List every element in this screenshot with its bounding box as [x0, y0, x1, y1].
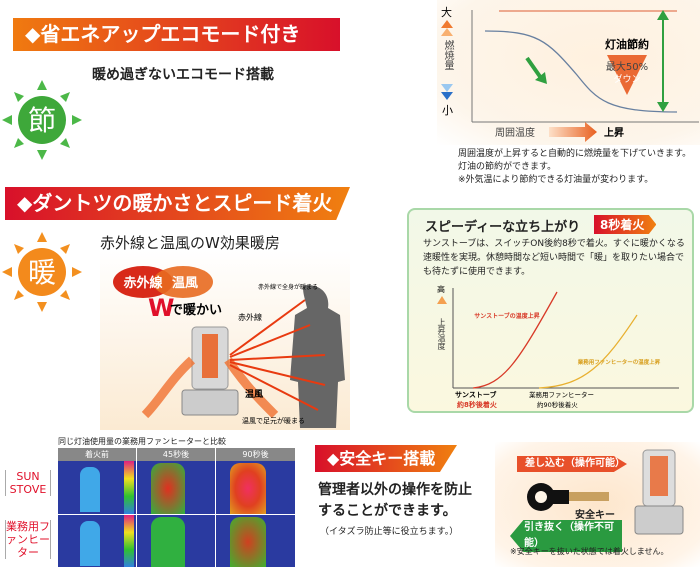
thermal-comparison: 着火前 45秒後 90秒後 [58, 448, 295, 567]
label-body: 赤外線で全身が暖まる [258, 283, 318, 291]
eco-y-label: 燃焼量 [442, 40, 453, 70]
eco-x-label: 周囲温度 [495, 126, 535, 139]
remove-arrow-label: 引き抜く（操作不可能） [510, 520, 622, 552]
insert-arrow-label: 差し込む（操作可能） [517, 456, 627, 472]
speed-y-label: 上昇温度 [437, 318, 446, 350]
col-90s: 90秒後 [216, 448, 295, 461]
safety-line-2: することができます。 [318, 503, 457, 519]
saving-suffix: ダウン [613, 73, 640, 85]
safety-banner: ◆安全キー搭載 [315, 445, 457, 472]
x2-time: 約90秒後着火 [537, 400, 578, 409]
up-arrow-icon [437, 296, 447, 304]
key-label: 安全キー [575, 510, 615, 521]
x1-name: サンストーブ [455, 390, 496, 399]
eco-note-1: 周囲温度が上昇すると自動的に燃焼量を下げていきます。 [458, 149, 692, 159]
infrared-rays [229, 299, 326, 411]
person-silhouette [290, 285, 345, 428]
speed-title: スピーディーな立ち上がり [425, 220, 581, 235]
x1-time: 約8秒後着火 [457, 400, 498, 409]
warm-air-bubble [153, 266, 213, 298]
label-warm-air: 温風 [245, 388, 263, 400]
fanheater-curve [538, 314, 638, 389]
speed-y-top: 高 [437, 284, 445, 294]
speed-panel: スピーディーな立ち上がり 8秒着火 サンストーブは、スイッチON後約8秒で着火。… [407, 208, 694, 413]
safety-key-panel: 差し込む（操作可能） 安全キー 引き抜く（操作不可能） ※安全キーを抜いた状態で… [495, 442, 700, 567]
heating-banner: ◆ダントツの暖かさとスピード着火 [5, 187, 350, 220]
eco-mode-banner: ◆省エネアップエコモード付き [13, 18, 340, 51]
saving-title: 灯油節約 [605, 37, 649, 51]
speed-body: サンストーブは、スイッチON後約8秒で着火。すぐに暖かくなる速暖性を実現。休憩時… [423, 239, 685, 277]
illus-title: 赤外線と温風のW効果暖房 [100, 234, 280, 252]
thermal-fanheater-90s [216, 515, 295, 567]
thermal-sunstove-90s [216, 461, 295, 514]
thermal-fanheater-before [58, 515, 136, 567]
eco-y-bottom: 小 [442, 104, 453, 117]
stove-icon [181, 326, 239, 416]
safety-key-icon [527, 483, 609, 511]
stove-icon [634, 449, 684, 535]
sunstove-curve [472, 291, 558, 389]
warm-air-left-arrow [141, 356, 196, 419]
heater-illustration: 赤外線 温風 W で暖かい 赤外線で全身が暖まる 赤外線 温風 温風で足元が暖ま… [100, 250, 350, 430]
row-label-fanheater: 業務用ファンヒーター [5, 520, 51, 559]
up-arrow-icon [441, 20, 453, 28]
eco-y-top: 大 [441, 5, 452, 19]
saving-sun-icon: 節 [2, 80, 82, 160]
warm-badge-text: 暖 [28, 256, 56, 289]
saving-value: 最大50% [606, 60, 648, 73]
right-arrow-icon [549, 122, 597, 142]
bubble-warm-text: 温風 [172, 276, 198, 291]
eco-chart: 大 小 灯油節約 最大50% ダウン 周囲温度 上昇 燃焼量 [437, 0, 700, 145]
col-45s: 45秒後 [137, 448, 215, 461]
sunstove-curve-label: サンストーブの温度上昇 [474, 312, 540, 320]
x2-name: 業務用ファンヒーター [529, 390, 594, 399]
eco-subtitle: 暖め過ぎないエコモード搭載 [92, 67, 274, 83]
warm-sun-icon: 暖 [2, 232, 82, 312]
down-arrow-icon [441, 84, 453, 92]
safety-note: ※安全キーを抜いた状態では着火しません。 [510, 547, 669, 556]
label-feet: 温風で足元が暖まる [242, 416, 305, 425]
thermal-sunstove-45s [137, 461, 215, 514]
w-letter: W [148, 294, 174, 322]
eco-note-3: ※外気温により節約できる灯油量が変わります。 [458, 175, 654, 185]
label-infrared: 赤外線 [238, 312, 262, 322]
safety-line-3: （イタズラ防止等に役立ちます。） [320, 527, 459, 537]
safety-line-1: 管理者以外の操作を防止 [318, 482, 472, 498]
col-before-ignition: 着火前 [58, 448, 136, 461]
row-label-sunstove: SUN STOVE [5, 470, 51, 496]
w-text: で暖かい [170, 302, 222, 318]
bubble-infrared-text: 赤外線 [123, 275, 163, 291]
eco-x-end: 上昇 [604, 126, 624, 139]
saving-badge-text: 節 [28, 104, 56, 137]
thermal-sunstove-before [58, 461, 136, 514]
burn-curve [484, 30, 678, 113]
decrease-arrow-icon [525, 56, 543, 80]
fanheater-curve-label: 業務用ファンヒーターの温度上昇 [577, 358, 661, 366]
eco-note-2: 灯油の節約ができます。 [458, 162, 557, 172]
thermal-fanheater-45s [137, 515, 215, 567]
speed-badge: 8秒着火 [594, 215, 657, 234]
thermal-caption: 同じ灯油使用量の業務用ファンヒーターと比較 [58, 437, 226, 446]
